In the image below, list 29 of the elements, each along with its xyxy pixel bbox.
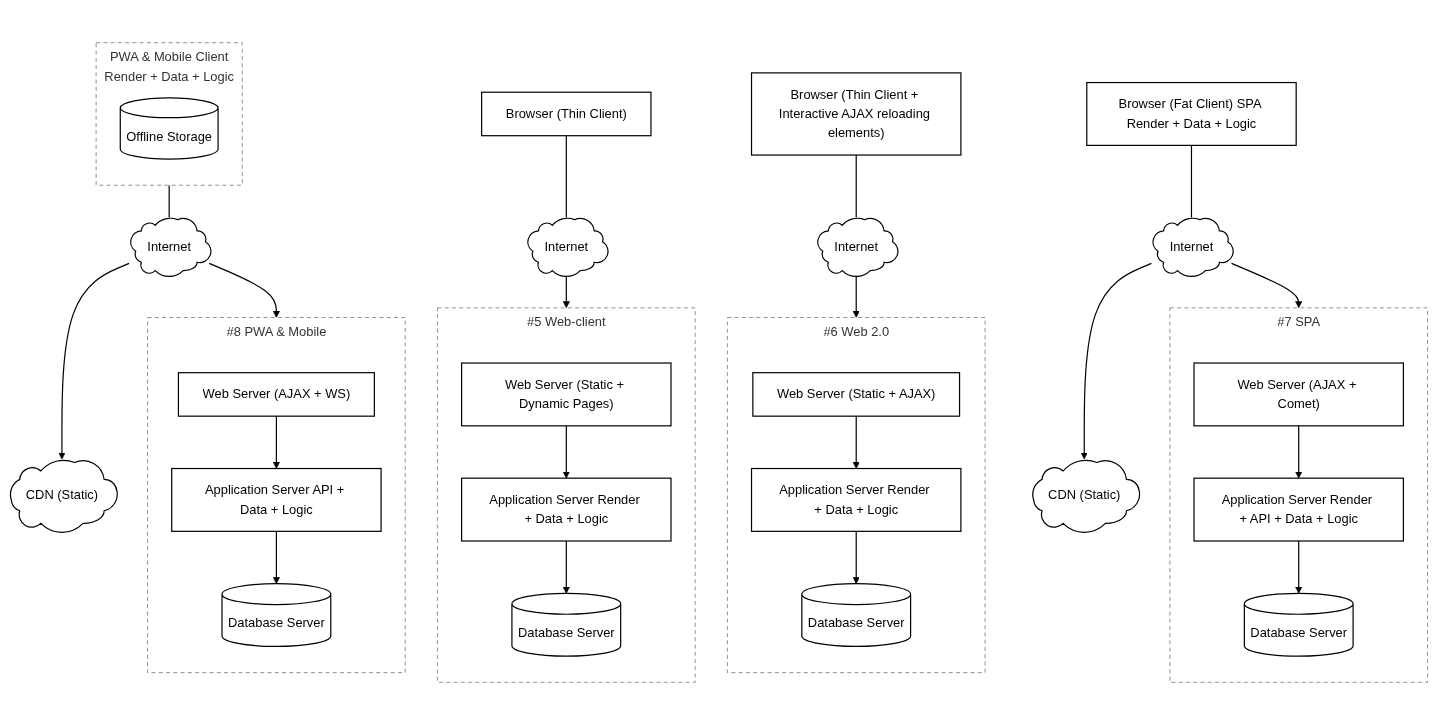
node-box: Web Server (Static + AJAX): [752, 372, 961, 417]
node-box: Browser (Thin Client): [481, 91, 652, 137]
arrow: [562, 425, 570, 479]
node-box: Application Server Render + Data + Logic: [750, 467, 962, 532]
arrow: [562, 540, 570, 594]
node-box: Web Server (AJAX + WS): [177, 372, 375, 417]
arrow: [272, 415, 280, 469]
connector: [565, 135, 567, 219]
arrow: [852, 530, 860, 584]
arrow: [562, 275, 570, 309]
arrow: [208, 262, 280, 318]
node-box: Web Server (AJAX + Comet): [1193, 362, 1404, 427]
arrow: [1080, 262, 1153, 460]
connector: [1190, 144, 1193, 219]
node-box: Browser (Fat Client) SPA Render + Data + Logic: [1086, 81, 1297, 146]
node-box: Application Server API + Data + Logic: [171, 467, 382, 532]
arrow: [1230, 262, 1303, 309]
arrow: [272, 530, 280, 584]
node-box: Web Server (Static + Dynamic Pages): [461, 362, 672, 427]
connector: [168, 184, 170, 219]
arrow: [852, 275, 860, 318]
node-box: Application Server Render + API + Data + Logic: [1193, 477, 1404, 542]
node-box: Browser (Thin Client + Interactive AJAX reloading elements): [750, 72, 962, 156]
arrow: [852, 415, 860, 469]
node-box: Application Server Render + Data + Logic: [461, 477, 672, 542]
arrow: [58, 262, 130, 460]
connector: [855, 154, 857, 219]
arrow: [1295, 425, 1303, 479]
arrow: [1295, 540, 1303, 594]
